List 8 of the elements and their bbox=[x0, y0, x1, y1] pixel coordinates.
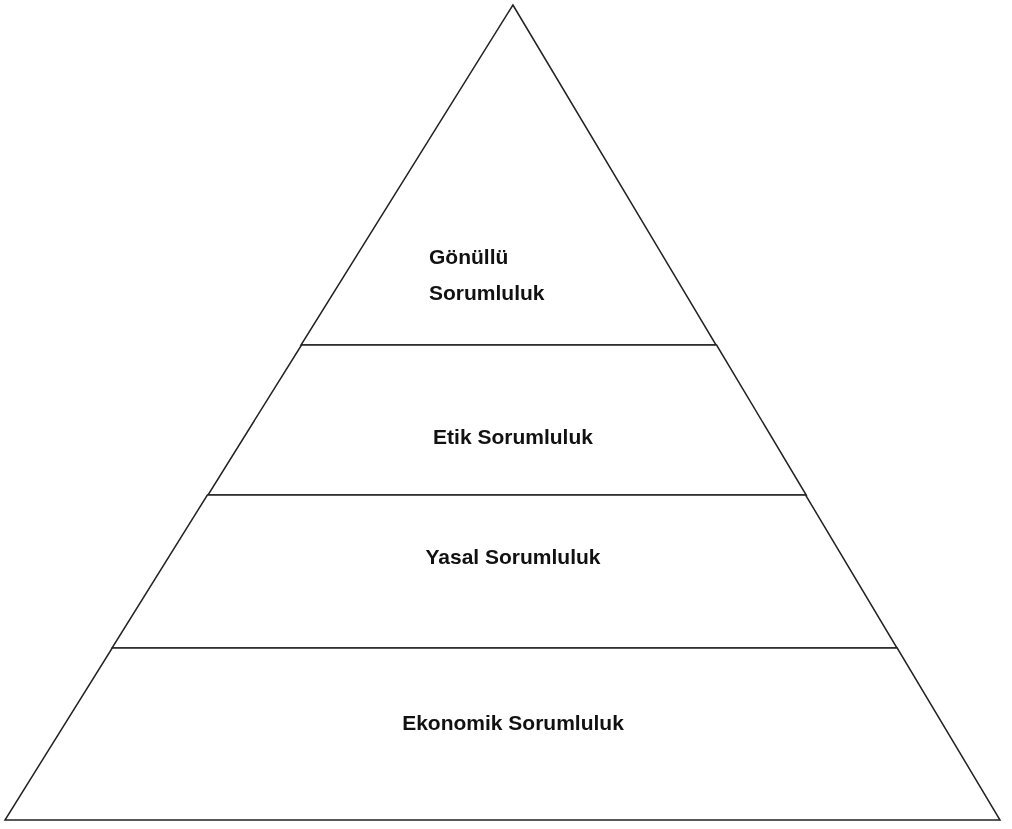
pyramid-tier bbox=[301, 5, 717, 345]
tier-label: Etik Sorumluluk bbox=[432, 424, 594, 450]
pyramid-tier bbox=[5, 648, 1000, 820]
pyramid-tier bbox=[207, 345, 806, 495]
tier-label: Gönüllü Sorumluluk bbox=[429, 244, 546, 306]
tier-label: Yasal Sorumluluk bbox=[424, 544, 602, 570]
tier-label: Ekonomik Sorumluluk bbox=[401, 710, 625, 736]
pyramid-tier bbox=[112, 495, 898, 648]
